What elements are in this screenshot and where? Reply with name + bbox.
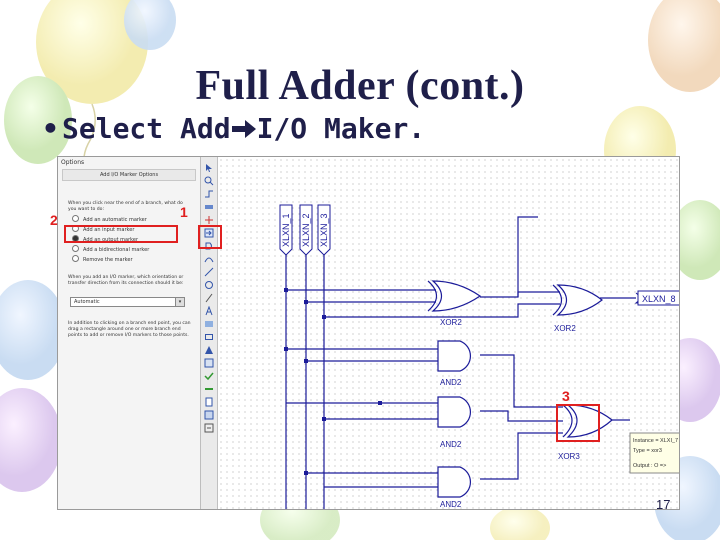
add-net-name-icon[interactable] — [204, 202, 214, 212]
radio-remove-marker[interactable]: Remove the marker — [72, 255, 133, 263]
and2-gate-3 — [437, 466, 472, 498]
options-group-title: Add I/O Marker Options — [62, 169, 196, 181]
right-arrow-icon — [231, 120, 256, 138]
radio-button-icon — [72, 255, 79, 262]
radio-bidirectional-marker[interactable]: Add a bidirectional marker — [72, 245, 149, 253]
add-slash-icon[interactable] — [204, 293, 214, 303]
gate-label: XOR2 — [440, 318, 462, 327]
bullet-text-after: I/O Maker. — [256, 112, 426, 145]
tooltip-line: Instance = XLXI_7 — [633, 438, 678, 444]
direction-prompt: When you add an I/O marker, which orient… — [68, 275, 184, 286]
tooltip-line: Output : O => — [633, 463, 666, 469]
ise-screenshot: Options Add I/O Marker Options When you … — [57, 156, 680, 510]
output-marker — [637, 290, 679, 306]
add-triangle-icon[interactable] — [204, 345, 214, 355]
slide-title: Full Adder (cont.) — [195, 63, 525, 109]
add-wire-icon[interactable] — [204, 189, 214, 199]
select-icon[interactable] — [204, 163, 214, 173]
output-marker-label: XLXN_8 — [642, 294, 676, 304]
and2-gate-1 — [437, 340, 472, 372]
gate-label: AND2 — [440, 500, 462, 509]
callout-number-3: 3 — [562, 388, 570, 404]
properties-icon[interactable] — [204, 423, 214, 433]
callout-box-output-marker-option — [64, 225, 178, 243]
and2-gate-2 — [437, 396, 472, 428]
gate-label: XOR2 — [554, 324, 576, 333]
input-label: XLXN_2 — [301, 213, 311, 247]
chevron-down-icon: ▾ — [175, 298, 184, 306]
add-rectangle-icon[interactable] — [204, 332, 214, 342]
input-marker — [279, 204, 293, 256]
options-panel: Options Add I/O Marker Options When you … — [58, 157, 201, 509]
input-marker — [299, 204, 313, 256]
input-label: XLXN_3 — [319, 213, 329, 247]
page-number: 17 — [656, 497, 671, 512]
radio-automatic-marker[interactable]: Add an automatic marker — [72, 215, 147, 223]
input-marker — [317, 204, 331, 256]
callout-box-io-marker-button — [198, 225, 222, 249]
radio-button-icon — [72, 215, 79, 222]
add-line-icon[interactable] — [204, 267, 214, 277]
add-circle-icon[interactable] — [204, 280, 214, 290]
grid-icon[interactable] — [204, 358, 214, 368]
callout-box-output-branch — [556, 404, 600, 442]
direction-select[interactable]: Automatic▾ — [70, 297, 185, 307]
zoom-icon[interactable] — [204, 176, 214, 186]
options-window-title: Options — [61, 159, 85, 166]
gate-label: AND2 — [440, 440, 462, 449]
rename-bus-icon[interactable] — [204, 215, 214, 225]
gate-label: AND2 — [440, 378, 462, 387]
callout-number-2: 2 — [50, 212, 58, 228]
schematic-toolbar — [201, 157, 218, 509]
tooltip-line: Type = xor3 — [633, 448, 662, 454]
hierarchy-icon[interactable] — [204, 410, 214, 420]
schematic-canvas[interactable]: XLXN_1 XLXN_2 XLXN_3 — [218, 157, 679, 509]
add-image-icon[interactable] — [204, 319, 214, 329]
sheet-icon[interactable] — [204, 397, 214, 407]
options-help-text: In addition to clicking on a branch end … — [68, 321, 191, 338]
xor2-gate-1 — [431, 280, 482, 312]
xor3-gate — [566, 404, 613, 438]
add-text-icon[interactable] — [204, 306, 214, 316]
xor2-gate-2 — [556, 284, 603, 316]
callout-number-1: 1 — [180, 204, 188, 220]
add-arc-icon[interactable] — [204, 254, 214, 264]
bullet-marker: • — [42, 112, 59, 145]
check-icon[interactable] — [204, 371, 214, 381]
input-label: XLXN_1 — [281, 213, 291, 247]
radio-button-icon — [72, 245, 79, 252]
options-prompt: When you click near the end of a branch,… — [68, 201, 183, 212]
bullet-text-before: Select Add — [62, 112, 231, 145]
add-io-marker-icon[interactable] — [204, 228, 214, 238]
bullet-instruction: •Select Add I/O Maker. — [42, 112, 425, 145]
add-bus-tap-icon[interactable] — [204, 384, 214, 394]
gate-label: XOR3 — [558, 452, 580, 461]
